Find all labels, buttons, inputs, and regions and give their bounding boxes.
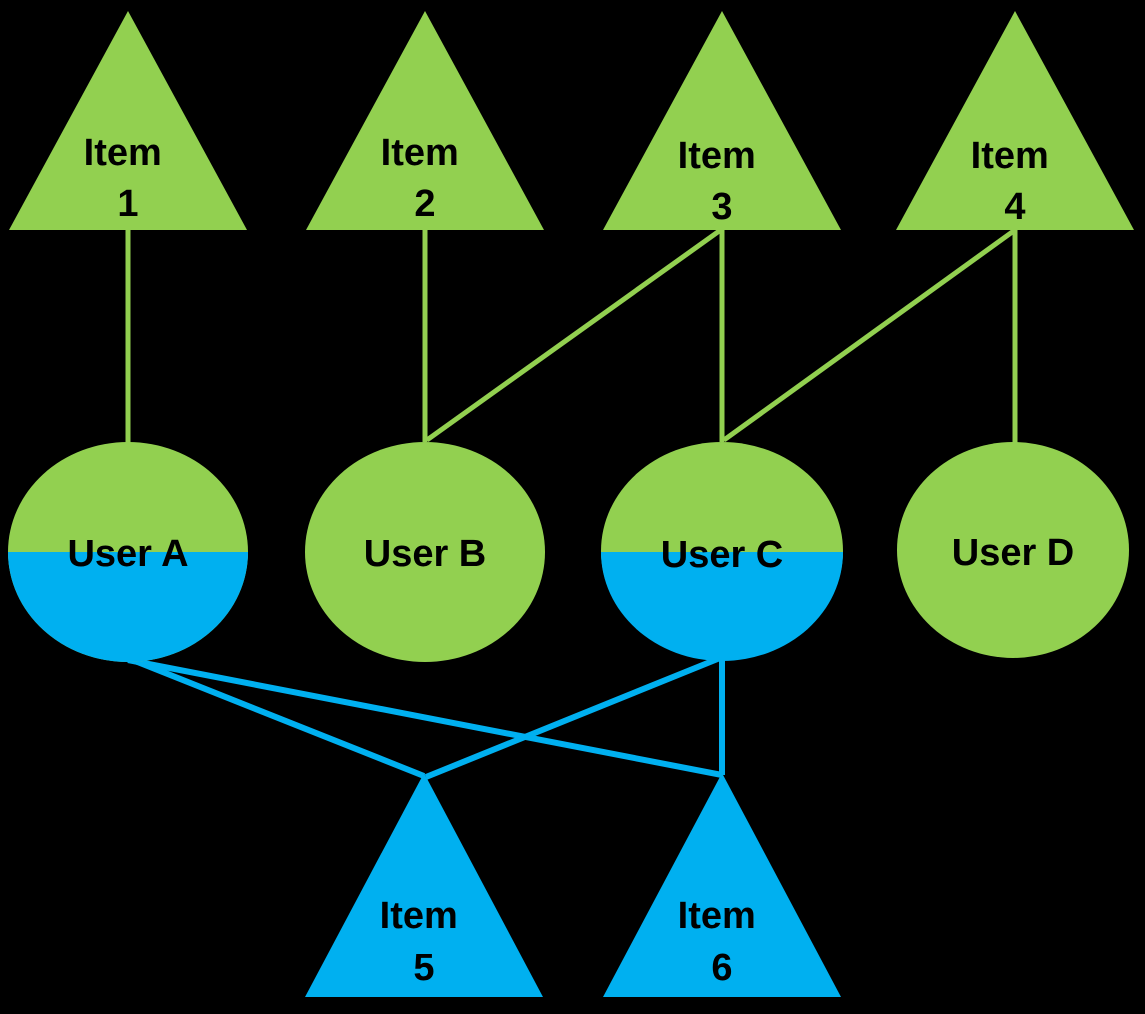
- user-c-node: User C: [601, 442, 843, 661]
- item-2-node: Item 2: [306, 11, 544, 230]
- item-3-node: Item 3: [603, 11, 841, 230]
- user-a-label: User A: [67, 533, 188, 575]
- item-6-triangle: [603, 773, 841, 997]
- user-d-circle: [897, 442, 1129, 658]
- item-user-edges: [125, 226, 1018, 444]
- item-3-label: Item 3: [678, 135, 767, 228]
- item-6-node: Item 6: [603, 773, 841, 997]
- item-3-triangle: [603, 11, 841, 230]
- item-2-label: Item 2: [381, 132, 470, 225]
- item-1-label: Item 1: [84, 132, 173, 225]
- item-4-node: Item 4: [896, 11, 1134, 230]
- user-d-label: User D: [952, 532, 1075, 574]
- item-4-label: Item 4: [971, 135, 1060, 228]
- user-c-label: User C: [661, 534, 784, 576]
- user-c-circle-bottom-half: [601, 552, 843, 661]
- user-d-node: User D: [897, 442, 1129, 658]
- user-a-node: User A: [8, 442, 248, 662]
- item-1-node: Item 1: [9, 11, 247, 230]
- edge-userc-item5: [424, 655, 722, 780]
- user-b-label: User B: [364, 533, 487, 575]
- edge-usera-item6: [127, 657, 723, 778]
- item-1-triangle: [9, 11, 247, 230]
- edge-item3-userb: [425, 226, 724, 443]
- item-5-triangle: [305, 773, 543, 997]
- item-5-label: Item 5: [380, 895, 469, 989]
- item-2-triangle: [306, 11, 544, 230]
- item-6-label: Item 6: [678, 895, 767, 989]
- user-item-edges: [118, 652, 725, 780]
- user-a-circle-bottom-half: [8, 552, 248, 662]
- item-5-node: Item 5: [305, 773, 543, 997]
- user-b-node: User B: [305, 442, 545, 662]
- item-4-triangle: [896, 11, 1134, 230]
- edge-usera-item5: [118, 652, 426, 779]
- edge-item4-userc: [722, 227, 1017, 443]
- user-b-circle: [305, 442, 545, 662]
